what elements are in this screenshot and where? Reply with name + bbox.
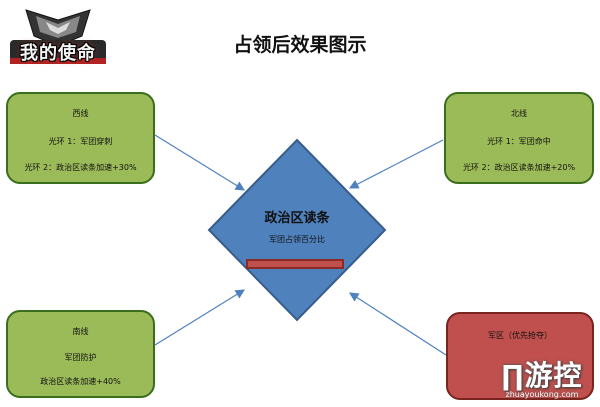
north-aura-2: 光环 2：政治区读条加速+20% (462, 163, 576, 172)
site-watermark: ∏游控 zhuayoukong.com (484, 346, 600, 407)
logo-text: 我的使命 (20, 43, 96, 64)
west-line-name: 西线 (72, 109, 89, 118)
page-title: 占领后效果图示 (233, 34, 367, 56)
watermark-url: zhuayoukong.com (505, 390, 579, 399)
south-line-box: 南线 军团防护 政治区读条加速+40% (6, 310, 155, 398)
arrow-north (348, 139, 444, 189)
watermark-logo-text: ∏游控 (501, 359, 583, 392)
center-title: 政治区读条 (264, 211, 330, 226)
north-aura-1: 光环 1：军团命中 (487, 137, 551, 146)
north-line-box: 北线 光环 1：军团命中 光环 2：政治区读条加速+20% (444, 92, 594, 184)
political-zone-diamond (207, 138, 387, 322)
arrow-west (154, 134, 246, 191)
military-zone-name: 军区（优先抢夺） (488, 331, 552, 340)
military-zone-box: 军区（优先抢夺） (446, 312, 594, 400)
south-effect: 军团防护 (64, 353, 97, 362)
west-line-box: 西线 光环 1：军团穿刺 光环 2：政治区读条加速+30% (6, 92, 155, 184)
game-logo: 我的使命 (6, 6, 110, 68)
center-subtitle: 军团占领百分比 (269, 235, 325, 244)
tiger-emblem-icon (10, 9, 106, 64)
arrow-south (154, 289, 246, 346)
south-line-name: 南线 (72, 327, 89, 336)
west-aura-1: 光环 1：军团穿刺 (48, 137, 113, 146)
arrow-military (348, 292, 447, 356)
occupation-progress-bar (246, 259, 344, 269)
north-line-name: 北线 (511, 109, 527, 118)
west-aura-2: 光环 2：政治区读条加速+30% (24, 163, 137, 172)
south-bonus: 政治区读条加速+40% (40, 377, 121, 386)
